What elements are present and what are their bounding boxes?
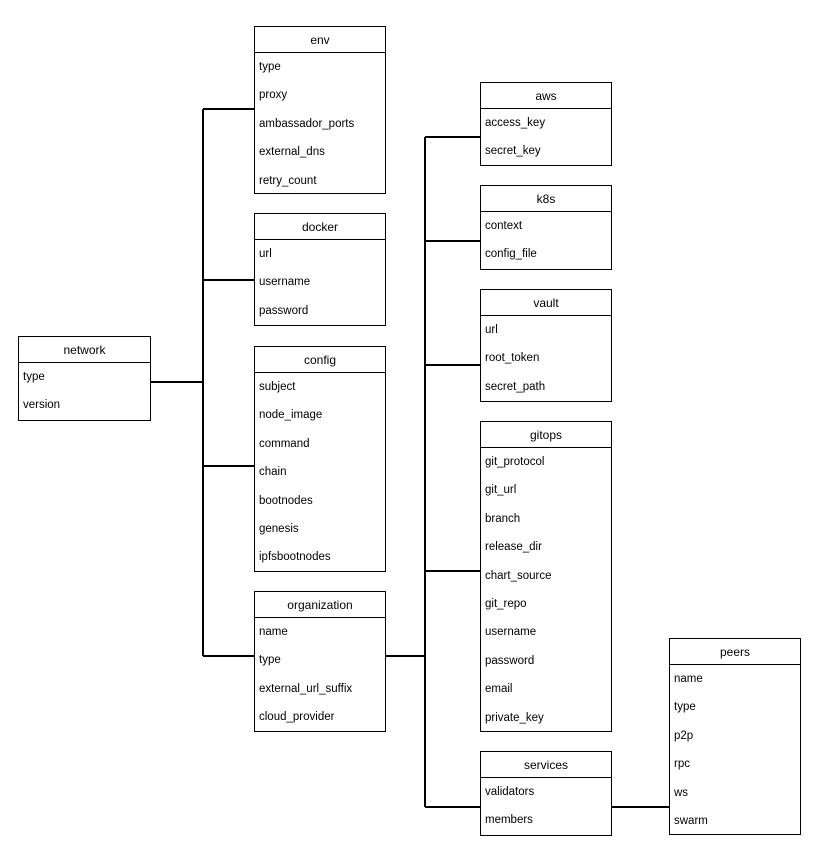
entity-k8s: k8s context config_file [480, 185, 612, 270]
entity-fields: subject node_image command chain bootnod… [255, 373, 385, 572]
entity-config: config subject node_image command chain … [254, 346, 386, 572]
entity-field: access_key [485, 117, 546, 129]
entity-field: ws [674, 786, 689, 799]
entity-env: env type proxy ambassador_ports external… [254, 26, 386, 194]
entity-field: node_image [259, 409, 323, 422]
entity-field: rpc [674, 758, 690, 771]
entity-title: vault [481, 290, 611, 316]
entity-docker: docker url username password [254, 213, 386, 326]
entity-fields: type version [19, 363, 150, 420]
entity-field: external_dns [259, 146, 325, 159]
entity-field: password [259, 304, 309, 317]
entity-aws: aws access_key secret_key [480, 82, 612, 166]
entity-field: release_dir [485, 541, 542, 554]
entity-field: context [485, 220, 523, 232]
entity-field: p2p [674, 729, 694, 742]
entity-field: retry_count [259, 174, 317, 187]
entity-field: username [485, 626, 537, 639]
entity-field: private_key [485, 711, 544, 724]
entity-fields: access_key secret_key [481, 109, 611, 166]
entity-title: k8s [481, 186, 611, 212]
entity-field: command [259, 437, 310, 450]
entity-fields: validators members [481, 778, 611, 835]
entity-peers: peers name type p2p rpc ws swarm [669, 638, 801, 835]
entity-fields: name type p2p rpc ws swarm [670, 665, 800, 835]
entity-field: git_repo [485, 597, 527, 610]
entity-field: ipfsbootnodes [259, 551, 331, 564]
entity-fields: name type external_url_suffix cloud_prov… [255, 618, 385, 732]
entity-network: network type version [18, 336, 151, 421]
entity-field: validators [485, 786, 535, 798]
entity-field: chart_source [485, 569, 552, 582]
entity-field: type [674, 701, 696, 714]
entity-field: config_file [485, 248, 537, 261]
entity-field: swarm [674, 814, 708, 827]
entity-fields: url username password [255, 240, 385, 325]
entity-field: branch [485, 512, 521, 525]
entity-title: organization [255, 592, 385, 618]
entity-field: chain [259, 466, 287, 479]
entity-field: root_token [485, 352, 540, 365]
entity-title: network [19, 337, 150, 363]
entity-title: peers [670, 639, 800, 665]
entity-title: config [255, 347, 385, 373]
entity-title: aws [481, 83, 611, 109]
entity-fields: git_protocol git_url branch release_dir … [481, 448, 611, 732]
entity-field: type [259, 61, 281, 73]
entity-field: version [23, 399, 61, 412]
entity-field: secret_path [485, 380, 546, 393]
entity-field: url [259, 248, 272, 260]
entity-title: services [481, 752, 611, 778]
entity-field: git_url [485, 484, 517, 497]
entity-title: docker [255, 214, 385, 240]
entity-field: bootnodes [259, 494, 313, 507]
entity-services: services validators members [480, 751, 612, 836]
entity-fields: type proxy ambassador_ports external_dns… [255, 53, 385, 195]
entity-field: type [23, 371, 45, 383]
entity-title: env [255, 27, 385, 53]
entity-field: username [259, 276, 311, 289]
entity-field: git_protocol [485, 456, 545, 468]
entity-field: secret_key [485, 145, 541, 158]
entity-title: gitops [481, 422, 611, 448]
entity-field: cloud_provider [259, 711, 335, 724]
entity-field: members [485, 814, 533, 827]
entity-field: subject [259, 381, 296, 393]
entity-field: genesis [259, 522, 299, 535]
entity-fields: context config_file [481, 212, 611, 269]
entity-vault: vault url root_token secret_path [480, 289, 612, 402]
entity-fields: url root_token secret_path [481, 316, 611, 401]
entity-field: name [259, 626, 288, 638]
entity-field: proxy [259, 89, 288, 102]
entity-field: url [485, 324, 498, 336]
entity-field: password [485, 654, 535, 667]
entity-gitops: gitops git_protocol git_url branch relea… [480, 421, 612, 732]
entity-field: ambassador_ports [259, 117, 355, 130]
entity-field: external_url_suffix [259, 682, 353, 695]
entity-field: name [674, 673, 703, 685]
entity-field: type [259, 654, 281, 667]
entity-field: email [485, 683, 513, 696]
entity-organization: organization name type external_url_suff… [254, 591, 386, 732]
